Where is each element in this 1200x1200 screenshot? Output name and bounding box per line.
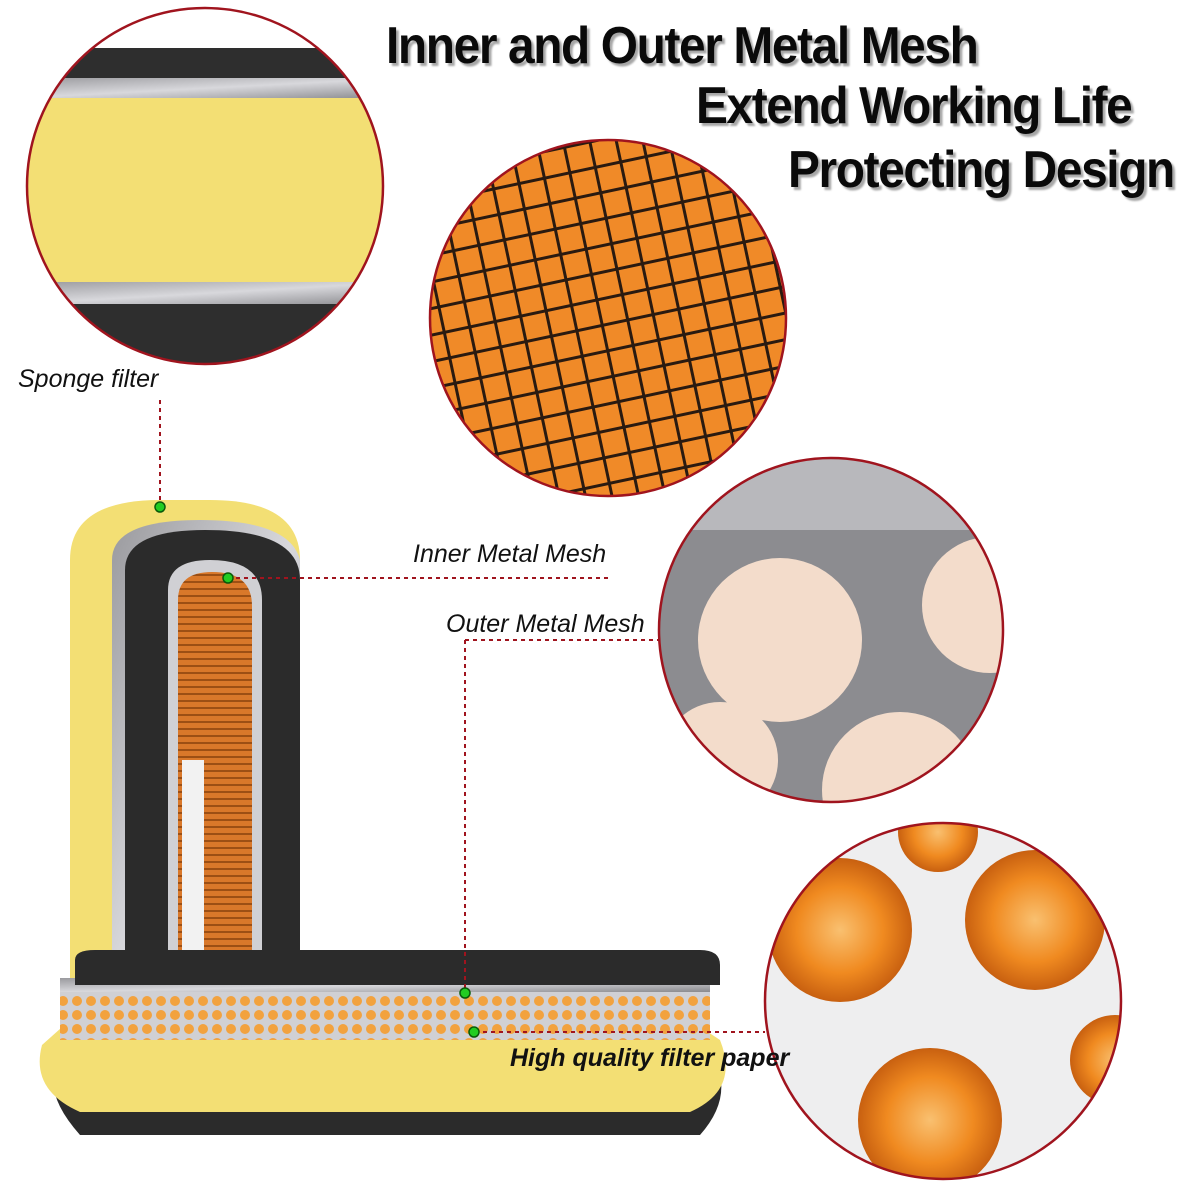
headline-line-3: Protecting Design (788, 141, 1175, 199)
inner-mesh-marker-dot (222, 572, 234, 584)
outer-mesh-marker-dot (459, 987, 471, 999)
outer-mesh-closeup-circle (659, 458, 1003, 802)
paper-marker-dot (468, 1026, 480, 1038)
inner-mesh-closeup-circle (430, 140, 786, 496)
upright-air-filter (70, 500, 300, 980)
callout-outer-metal-mesh: Outer Metal Mesh (446, 610, 645, 638)
filter-paper-closeup-circle (765, 823, 1121, 1179)
headline-line-1: Inner and Outer Metal Mesh (386, 17, 979, 75)
headline-line-2: Extend Working Life (696, 77, 1133, 135)
sponge-closeup-circle (27, 8, 383, 364)
lying-air-filter (39, 950, 726, 1135)
leader-lines (159, 400, 765, 1033)
marker-dots (154, 501, 480, 1038)
sponge-marker-dot (154, 501, 166, 513)
callout-inner-metal-mesh: Inner Metal Mesh (413, 540, 607, 568)
callout-filter-paper: High quality filter paper (510, 1044, 790, 1072)
callout-sponge-filter: Sponge filter (18, 365, 159, 393)
